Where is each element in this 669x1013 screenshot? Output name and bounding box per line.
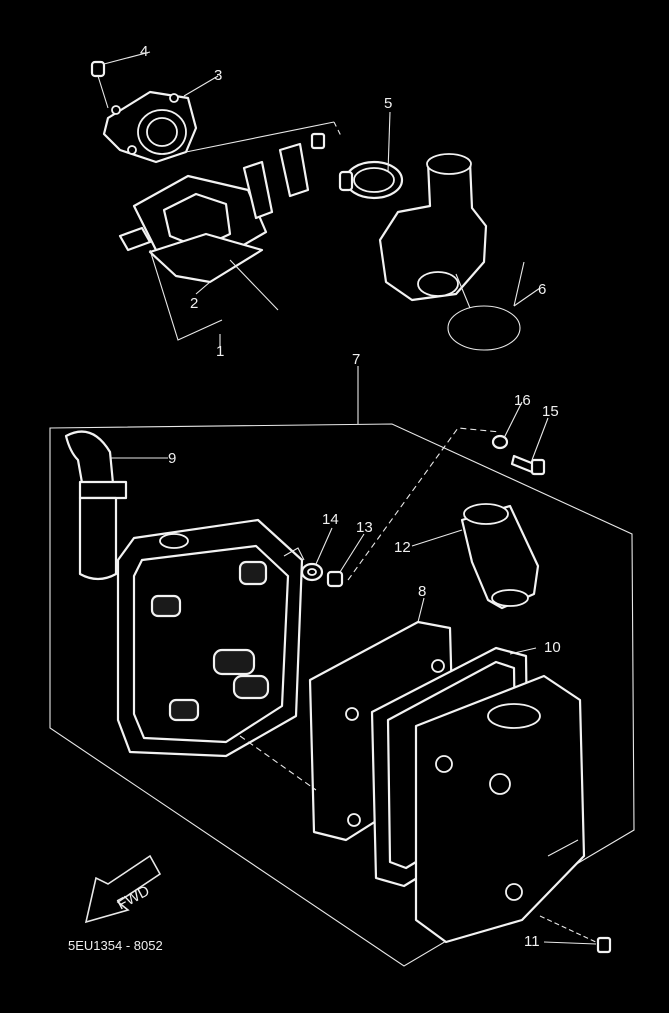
fwd-arrow-icon: FWD xyxy=(84,854,162,924)
intake-duct-9 xyxy=(64,430,128,581)
callout-11: 11 xyxy=(524,933,540,950)
fwd-label: FWD xyxy=(114,882,152,913)
callout-3: 3 xyxy=(214,67,222,84)
callout-12: 12 xyxy=(394,539,411,556)
callout-13: 13 xyxy=(356,519,373,536)
carburetor xyxy=(378,153,488,302)
callout-8: 8 xyxy=(418,583,426,600)
callout-15: 15 xyxy=(542,403,559,420)
callout-5: 5 xyxy=(384,95,392,112)
callout-9: 9 xyxy=(168,450,176,467)
callout-2: 2 xyxy=(190,295,198,312)
screw-13 xyxy=(326,570,344,588)
callout-1: 1 xyxy=(216,343,224,360)
o-ring-6 xyxy=(447,261,525,351)
washer-16 xyxy=(491,434,509,450)
collar-14 xyxy=(300,562,324,582)
joint-12 xyxy=(460,503,540,610)
callout-7: 7 xyxy=(352,351,360,368)
screw-11 xyxy=(539,915,612,954)
air-cleaner-case xyxy=(116,518,305,758)
callout-16: 16 xyxy=(514,392,531,409)
bolt-15 xyxy=(510,454,546,476)
callout-14: 14 xyxy=(322,511,339,528)
clamp-5 xyxy=(338,160,404,200)
callout-4: 4 xyxy=(140,43,148,60)
drawing-code: 5EU1354 - 8052 xyxy=(68,938,163,953)
bolt-4 xyxy=(90,60,109,109)
intake-manifold xyxy=(102,90,198,164)
box-outline-7 xyxy=(49,423,635,967)
callout-6: 6 xyxy=(538,281,546,298)
case-cover xyxy=(414,674,586,944)
reed-petals xyxy=(242,132,326,220)
callout-10: 10 xyxy=(544,639,561,656)
